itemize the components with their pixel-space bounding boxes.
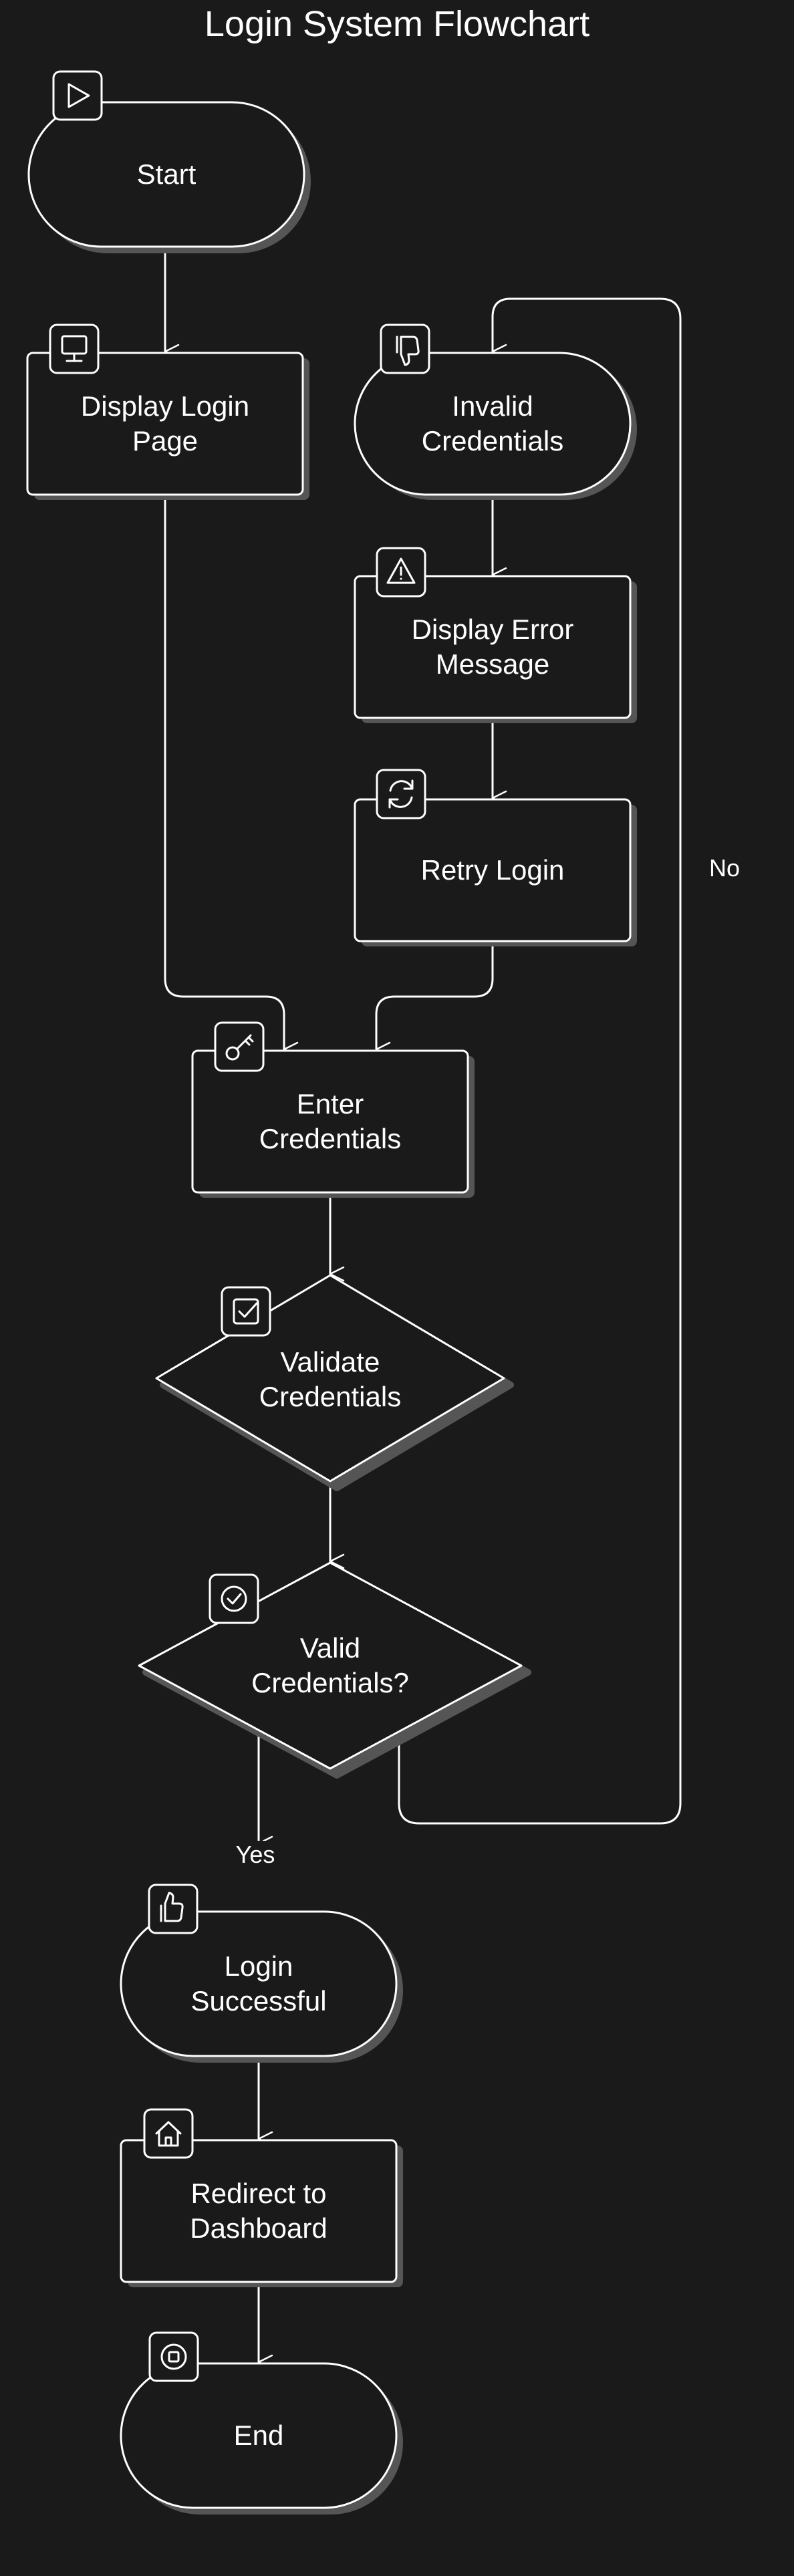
node-redirect-shape: [120, 2139, 398, 2283]
edge-valid-q-no-to-invalid: [398, 297, 682, 1825]
node-display-error: [354, 575, 637, 723]
node-success: [120, 1910, 403, 2063]
monitor-icon: [49, 324, 100, 374]
key-icon: [214, 1021, 265, 1072]
node-display-login: [26, 352, 309, 500]
checkbox-icon: [221, 1286, 271, 1337]
thumbs-down-icon: [380, 324, 430, 374]
node-success-shape: [120, 1910, 398, 2057]
home-icon: [143, 2108, 194, 2159]
node-validate: [155, 1274, 514, 1491]
node-display-error-shape: [354, 575, 632, 719]
thumbs-up-icon: [148, 1884, 198, 1934]
node-valid-q-shape: [138, 1561, 523, 1770]
refresh-icon: [376, 769, 426, 819]
node-end: [120, 2362, 403, 2515]
edge-label-no: No: [708, 854, 741, 882]
node-display-login-shape: [26, 352, 304, 496]
check-circle-icon: [209, 1573, 259, 1624]
edge-retry-to-enter: [375, 941, 494, 1057]
node-retry: [354, 798, 637, 946]
stop-icon: [148, 2331, 199, 2382]
diagram-title: Login System Flowchart: [204, 4, 590, 44]
node-invalid: [354, 352, 637, 500]
node-start-shape: [27, 101, 305, 248]
node-end-shape: [120, 2362, 398, 2509]
edge-label-yes: Yes: [221, 1841, 290, 1869]
node-enter: [191, 1049, 475, 1198]
play-icon: [52, 70, 103, 121]
edge-display-login-to-enter: [164, 495, 299, 1057]
node-start: [27, 101, 311, 253]
node-enter-shape: [191, 1049, 469, 1194]
node-redirect: [120, 2139, 403, 2287]
warning-icon: [376, 547, 426, 598]
edges: [164, 247, 682, 2370]
node-validate-shape: [155, 1274, 505, 1483]
node-retry-shape: [354, 798, 632, 942]
node-invalid-shape: [354, 352, 632, 496]
node-valid-q: [138, 1561, 531, 1779]
